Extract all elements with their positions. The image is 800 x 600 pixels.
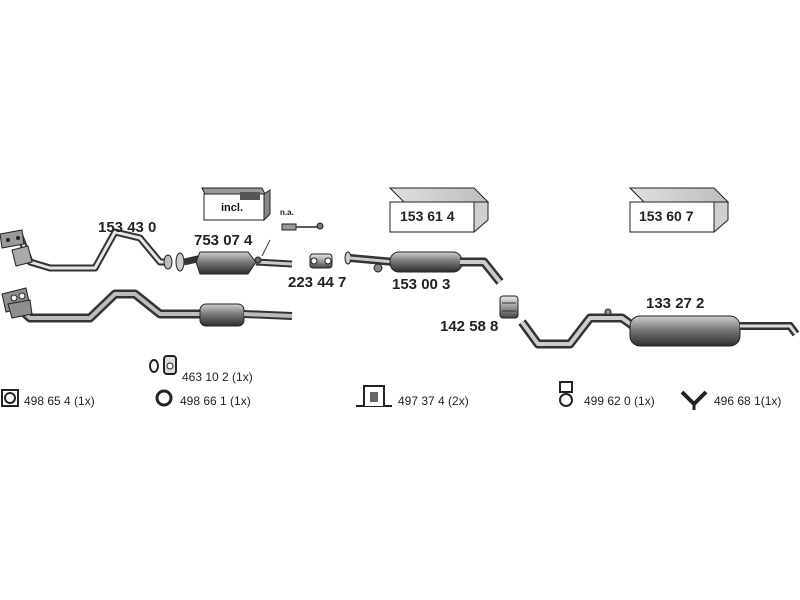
included-label: incl. bbox=[221, 202, 244, 214]
catalyst-label: 753 07 4 bbox=[194, 232, 253, 249]
y-hanger-icon bbox=[680, 390, 708, 410]
rear-box-icon bbox=[628, 187, 730, 234]
accessory-label: 498 65 4 (1x) bbox=[24, 394, 95, 408]
lambda-sensor-icon bbox=[281, 222, 324, 231]
front-pipe-lower-icon bbox=[1, 287, 293, 327]
gasket-square-icon bbox=[1, 389, 19, 407]
connector-label: 142 58 8 bbox=[440, 318, 499, 335]
middle-silencer-label: 153 00 3 bbox=[392, 276, 451, 293]
accessory-label: 497 37 4 (2x) bbox=[398, 394, 469, 408]
clamp-icon bbox=[309, 253, 333, 269]
rubber-hanger-icon bbox=[559, 381, 573, 407]
front-pipe-label: 153 43 0 bbox=[98, 219, 157, 236]
catalyst-icon bbox=[175, 239, 293, 275]
rear-silencer-icon bbox=[518, 308, 800, 349]
accessory-label: 498 66 1 (1x) bbox=[180, 394, 251, 408]
front-pipe-upper-icon bbox=[0, 228, 173, 272]
connector-icon bbox=[499, 295, 519, 319]
middle-silencer-icon bbox=[344, 251, 504, 285]
clamp-label: 223 44 7 bbox=[288, 274, 347, 291]
not-available-label: n.a. bbox=[280, 208, 294, 217]
rear-silencer-label: 133 27 2 bbox=[646, 295, 705, 312]
gasket-ring-small-icon bbox=[149, 355, 177, 375]
mounting-bracket-icon bbox=[356, 385, 392, 407]
accessory-label: 496 68 1(1x) bbox=[714, 394, 782, 408]
o-ring-icon bbox=[155, 389, 173, 407]
accessory-label: 499 62 0 (1x) bbox=[584, 394, 655, 408]
middle-box-icon bbox=[388, 187, 490, 234]
middle-box-label: 153 61 4 bbox=[400, 208, 455, 224]
accessory-label: 463 10 2 (1x) bbox=[182, 370, 253, 384]
included-parts-box-icon bbox=[201, 187, 271, 222]
rear-box-label: 153 60 7 bbox=[639, 208, 694, 224]
